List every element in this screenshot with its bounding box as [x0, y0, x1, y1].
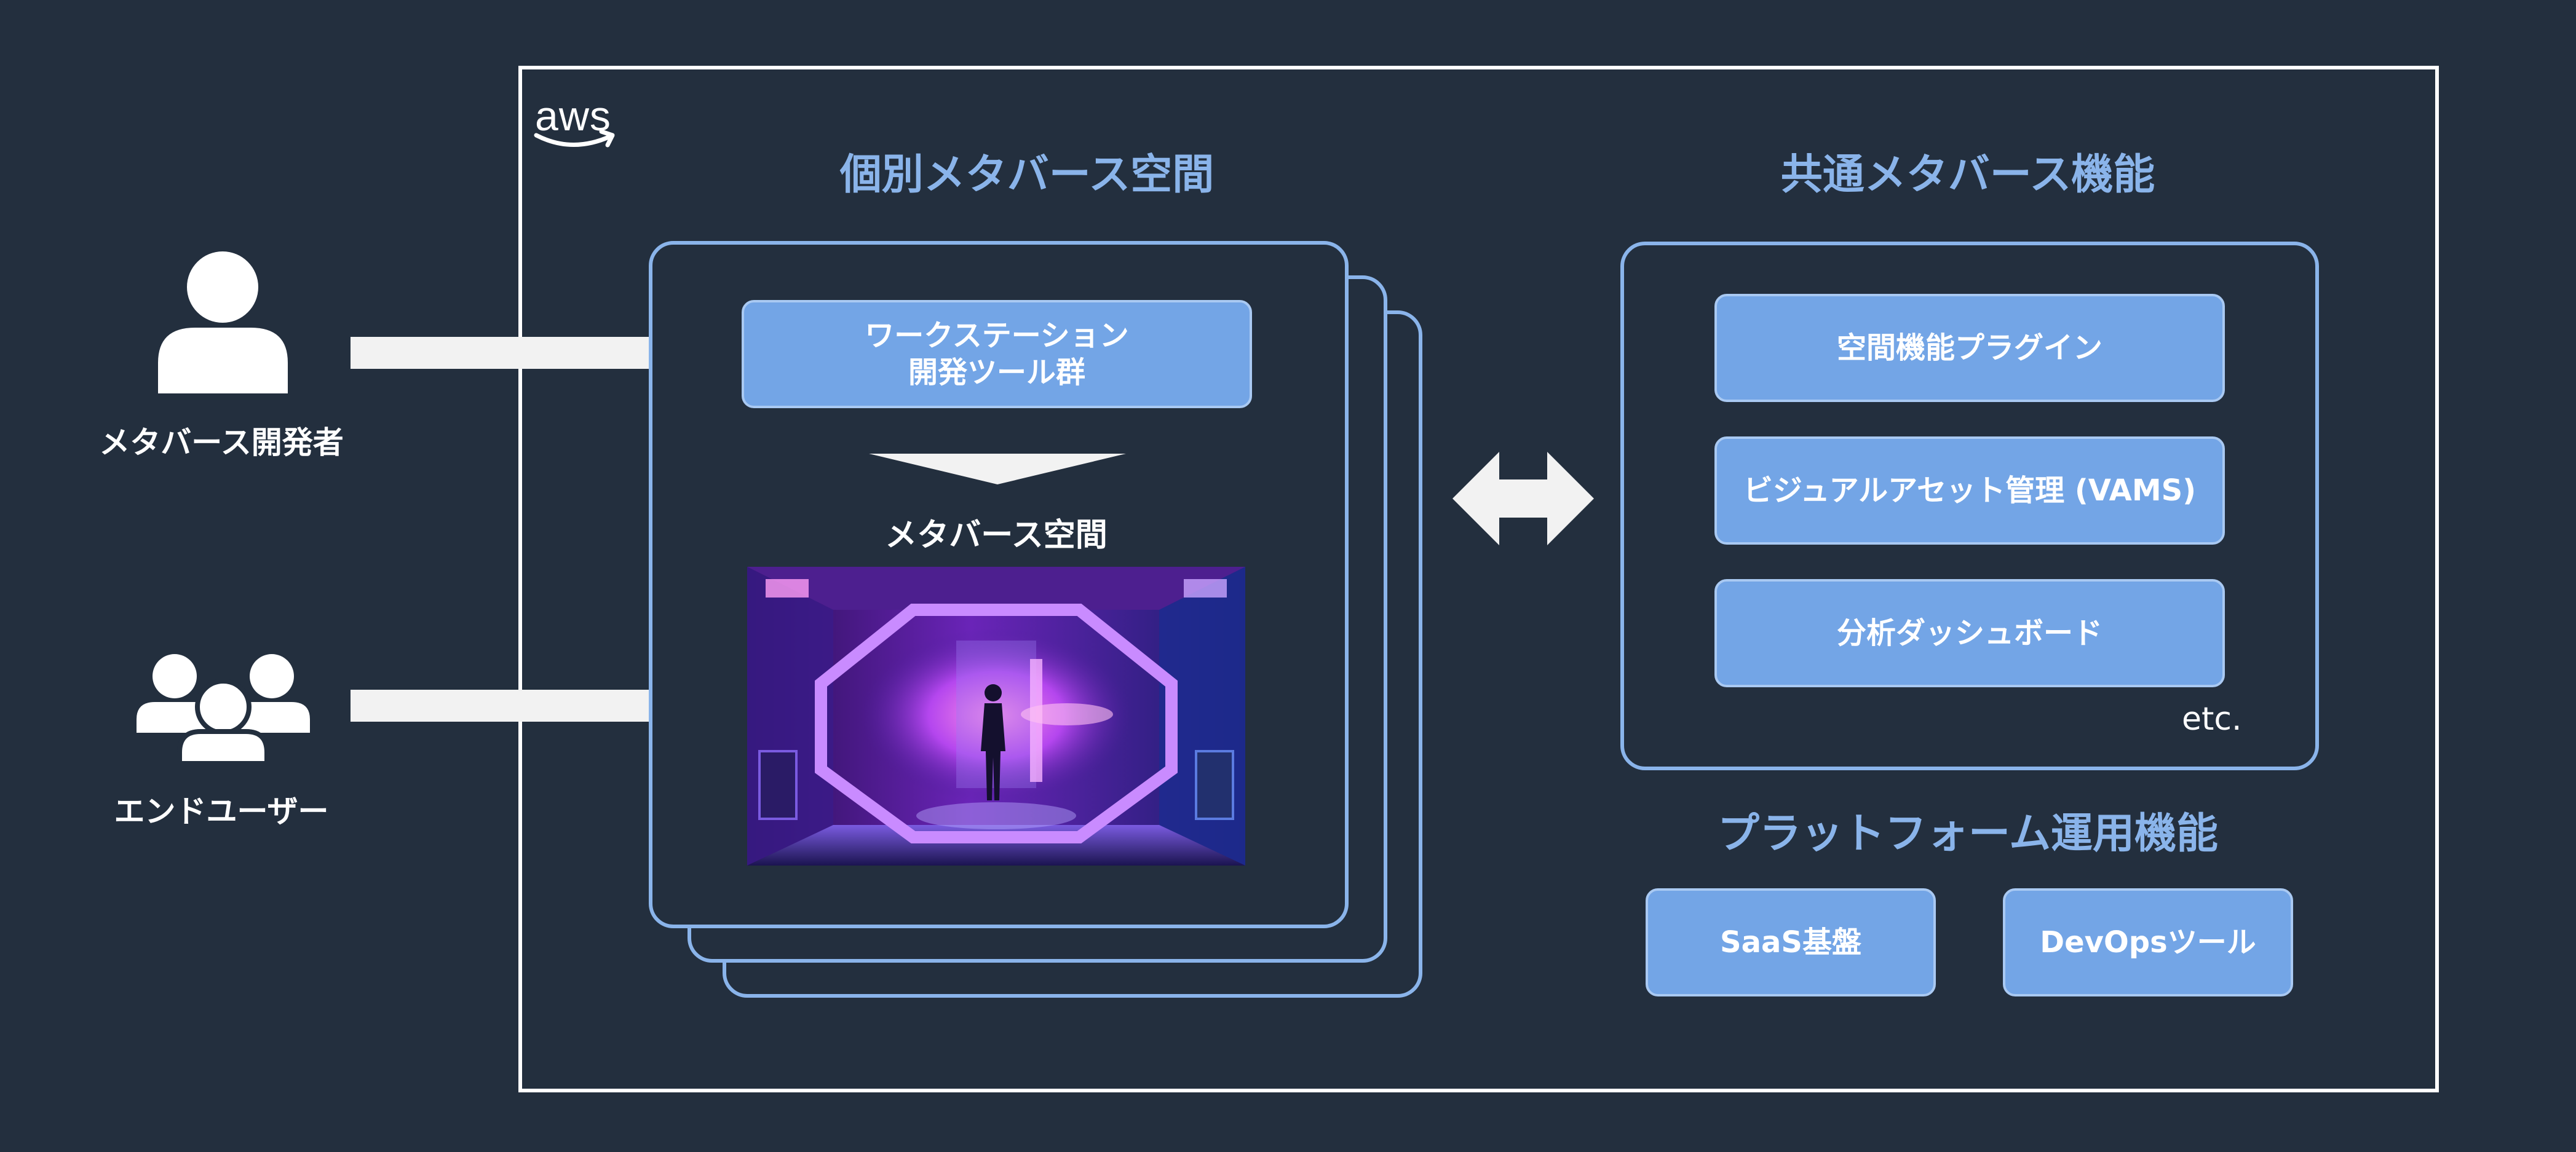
end-users-group-icon [137, 653, 310, 766]
down-chevron-arrow [869, 454, 1126, 484]
aws-logo-icon: aws [534, 92, 620, 154]
developer-label: メタバース開発者 [99, 425, 344, 460]
aws-cloud-frame [518, 66, 2439, 1092]
developer-user-icon [157, 249, 289, 393]
etc-label: etc. [2182, 701, 2242, 738]
workstation-line1: ワークステーション [865, 318, 1129, 353]
bidirectional-arrow [1452, 452, 1594, 545]
users-to-space-arrow [351, 671, 723, 740]
common-functions-title: 共通メタバース機能 [1780, 151, 2155, 199]
saas-box[interactable]: SaaS基盤 [1646, 888, 1936, 996]
workstation-line2: 開発ツール群 [908, 355, 1085, 390]
platform-ops-title: プラットフォーム運用機能 [1718, 810, 2218, 858]
developer-to-workstation-arrow [351, 318, 723, 387]
individual-space-title: 個別メタバース空間 [839, 151, 1215, 199]
sci-fi-corridor-image [747, 567, 1245, 866]
vams-label: ビジュアルアセット管理 (VAMS) [1743, 473, 2197, 508]
saas-label: SaaS基盤 [1720, 925, 1861, 960]
vams-box[interactable]: ビジュアルアセット管理 (VAMS) [1714, 436, 2225, 545]
space-plugin-label: 空間機能プラグイン [1836, 331, 2102, 365]
workstation-tools-box[interactable]: ワークステーション 開発ツール群 [742, 300, 1252, 408]
devops-box[interactable]: DevOpsツール [2003, 888, 2293, 996]
analytics-dashboard-label: 分析ダッシュボード [1836, 616, 2102, 650]
devops-label: DevOpsツール [2040, 925, 2256, 960]
aws-logo-text: aws [535, 93, 611, 140]
end-users-label: エンドユーザー [114, 794, 329, 829]
space-plugin-box[interactable]: 空間機能プラグイン [1714, 294, 2225, 402]
metaverse-space-label: メタバース空間 [885, 517, 1108, 554]
analytics-dashboard-box[interactable]: 分析ダッシュボード [1714, 579, 2225, 687]
